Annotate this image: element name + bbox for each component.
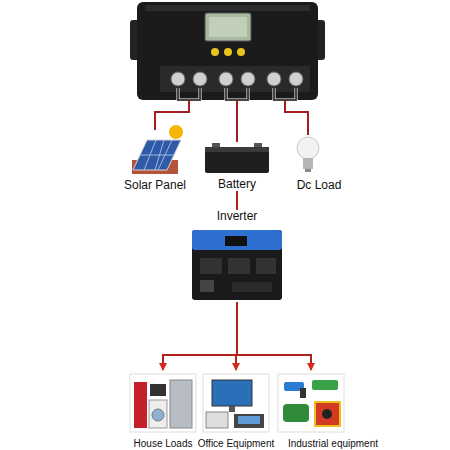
house-loads-picture-part	[149, 400, 167, 428]
solar-panel-picture-part	[169, 125, 183, 139]
device-label: Battery	[218, 178, 256, 191]
house-loads-picture-part	[134, 382, 147, 428]
controller-wires-part	[178, 88, 200, 100]
charge-controller-part	[145, 5, 310, 11]
industrial-equipment-picture-part	[283, 404, 309, 422]
charge-controller-part	[137, 2, 318, 100]
house-loads-picture-part	[150, 384, 166, 396]
charge-controller-part	[241, 72, 255, 86]
charge-controller-part	[219, 72, 233, 86]
device-label: Office Equipment	[198, 438, 275, 449]
power-connector	[237, 302, 311, 370]
charge-controller-part	[237, 48, 245, 56]
controller-wires-part	[274, 88, 296, 100]
charge-controller-part	[171, 72, 185, 86]
bulb-picture-part	[303, 158, 313, 169]
house-loads-picture	[130, 374, 196, 432]
solar-panel-picture-part	[155, 140, 164, 170]
device-node: Office Equipment	[198, 370, 274, 449]
industrial-equipment-picture-part	[315, 402, 340, 426]
charge-controller-part	[211, 48, 219, 56]
office-equipment-picture-part	[206, 412, 228, 428]
charge-controller-part	[267, 72, 281, 86]
controller-wires-part	[155, 100, 189, 130]
industrial-equipment-picture-part	[312, 380, 338, 390]
charge-controller-part	[205, 13, 251, 41]
inverter-picture-part	[200, 280, 214, 292]
battery-picture	[205, 143, 269, 173]
bulb-picture-part	[297, 137, 319, 159]
house-loads-picture-part	[152, 409, 164, 421]
inverter-picture	[192, 230, 282, 300]
solar-panel-picture	[132, 125, 183, 174]
house-loads-picture-part	[170, 380, 192, 428]
charge-controller-part	[289, 72, 303, 86]
power-connector	[236, 191, 238, 210]
device-label: Industrial equipment	[288, 438, 378, 449]
charge-controller-part	[193, 72, 207, 86]
inverter-picture-part	[232, 282, 272, 292]
charge-controller	[130, 2, 325, 100]
device-node: Inverter	[187, 210, 287, 302]
device-label: House Loads	[134, 438, 193, 449]
battery-picture-part	[205, 147, 269, 173]
charge-controller-part	[224, 48, 232, 56]
controller-wires-part	[226, 88, 248, 100]
device-label: Dc Load	[297, 179, 342, 192]
device-node: Solar Panel	[117, 126, 193, 192]
inverter-picture-part	[256, 258, 276, 274]
office-equipment-picture-part	[238, 416, 260, 424]
device-node: House Loads	[124, 370, 202, 449]
industrial-equipment-picture-part	[322, 409, 332, 419]
house-loads-picture-part	[130, 374, 196, 432]
device-node: Industrial equipment	[278, 370, 388, 449]
power-connector	[236, 302, 237, 370]
industrial-equipment-picture-part	[278, 374, 344, 432]
controller-wires-part	[274, 88, 296, 100]
device-label: Inverter	[217, 210, 258, 223]
bulb-picture-part	[305, 169, 311, 172]
charge-controller-part	[209, 17, 247, 37]
office-equipment-picture-part	[203, 374, 269, 432]
solar-panel-picture-part	[140, 155, 174, 156]
device-node: Battery	[200, 141, 274, 191]
controller-wires-part	[236, 100, 238, 142]
controller-wires-part	[178, 88, 200, 100]
device-node: Dc Load	[288, 134, 350, 192]
solar-panel-picture-part	[144, 140, 156, 170]
charge-controller-part	[160, 66, 310, 92]
controller-wires	[155, 88, 308, 142]
device-label: Solar Panel	[124, 179, 186, 192]
inverter-picture-part	[192, 230, 282, 300]
solar-panel-picture-part	[158, 140, 172, 170]
solar-panel-picture-part	[133, 140, 181, 170]
controller-wires-part	[226, 88, 248, 100]
industrial-equipment-picture-part	[300, 388, 306, 398]
power-connector	[163, 302, 237, 370]
inverter-picture-part	[225, 236, 247, 246]
office-equipment-picture	[203, 374, 269, 432]
inverter-picture-part	[228, 258, 250, 274]
bulb-picture	[297, 137, 319, 172]
office-equipment-picture-part	[234, 414, 264, 428]
inverter-picture-part	[192, 230, 282, 250]
office-equipment-picture-part	[212, 380, 252, 406]
office-equipment-picture-part	[229, 406, 235, 412]
controller-wires-part	[285, 100, 308, 135]
industrial-equipment-picture	[278, 374, 344, 432]
battery-picture-part	[205, 147, 269, 152]
inverter-picture-part	[200, 258, 222, 274]
